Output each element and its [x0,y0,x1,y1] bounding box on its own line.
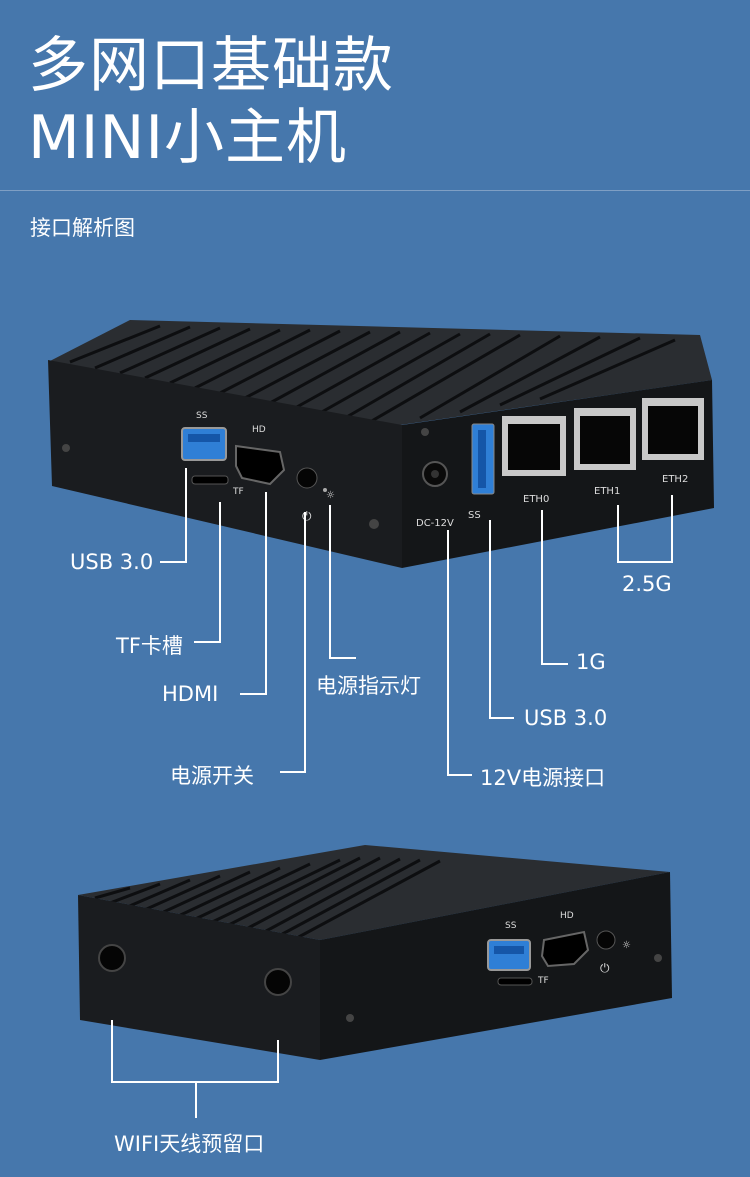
power-button-rear [596,930,616,950]
dc-marking: DC-12V [416,518,454,529]
power-icon: ⏻ [600,961,610,975]
eth1-marking: ETH1 [594,486,620,497]
ss-marking-left: SS [196,411,208,421]
callout-power-switch: 电源开关 [170,764,254,788]
wifi-callout-lines [111,1020,279,1118]
usb3-port-rear [487,939,531,971]
screw-icon [369,519,379,529]
title-line-2: MINI小主机 [28,103,348,173]
ss-marking-right: SS [468,510,481,521]
callout-eth-25g: 2.5G [622,572,672,596]
screw-icon [346,1014,354,1022]
eth2-marking: ETH2 [662,474,688,485]
ss-marking-rear: SS [505,921,517,931]
rear-face-left [78,895,320,1060]
led-icon: ☼ [326,490,335,501]
title-line-1: 多网口基础款 [28,31,394,101]
screw-icon [421,428,429,436]
tf-slot [191,475,229,485]
hdmi-port [235,444,286,486]
callout-lines [160,468,673,776]
callout-hdmi: HDMI [162,682,219,706]
power-button [296,467,318,489]
eth0-marking: ETH0 [523,494,549,505]
divider [0,190,750,191]
screw-icon [654,954,662,962]
subtitle: 接口解析图 [30,216,135,240]
callout-usb-right: USB 3.0 [524,706,608,730]
wifi-antenna-hole-1 [98,944,126,972]
hdmi-port-rear [540,930,590,968]
callout-eth-1g: 1G [576,650,606,674]
power-icon: ⏻ [302,509,312,523]
power-led [323,488,327,492]
front-face-left [48,360,402,568]
wifi-antenna-hole-2 [264,968,292,996]
callout-wifi: WIFI天线预留口 [114,1132,265,1156]
tf-marking: TF [232,487,244,497]
tf-marking-rear: TF [537,976,549,986]
tf-slot-rear [497,977,533,986]
led-icon: ☼ [622,940,631,951]
rear-device: SS HD TF ⏻ ☼ [78,845,672,1060]
callout-usb-left: USB 3.0 [70,550,154,574]
front-device: SS HD TF ⏻ ☼ DC-12V SS ETH0 ETH1 ETH2 [48,320,714,568]
hd-marking: HD [252,425,266,435]
usb3-port-left [181,427,227,461]
hd-marking-rear: HD [560,911,574,921]
callout-power-led: 电源指示灯 [316,674,421,698]
callout-tf-slot: TF卡槽 [116,634,183,658]
screw-icon [62,444,70,452]
callout-dc-power: 12V电源接口 [480,766,606,790]
